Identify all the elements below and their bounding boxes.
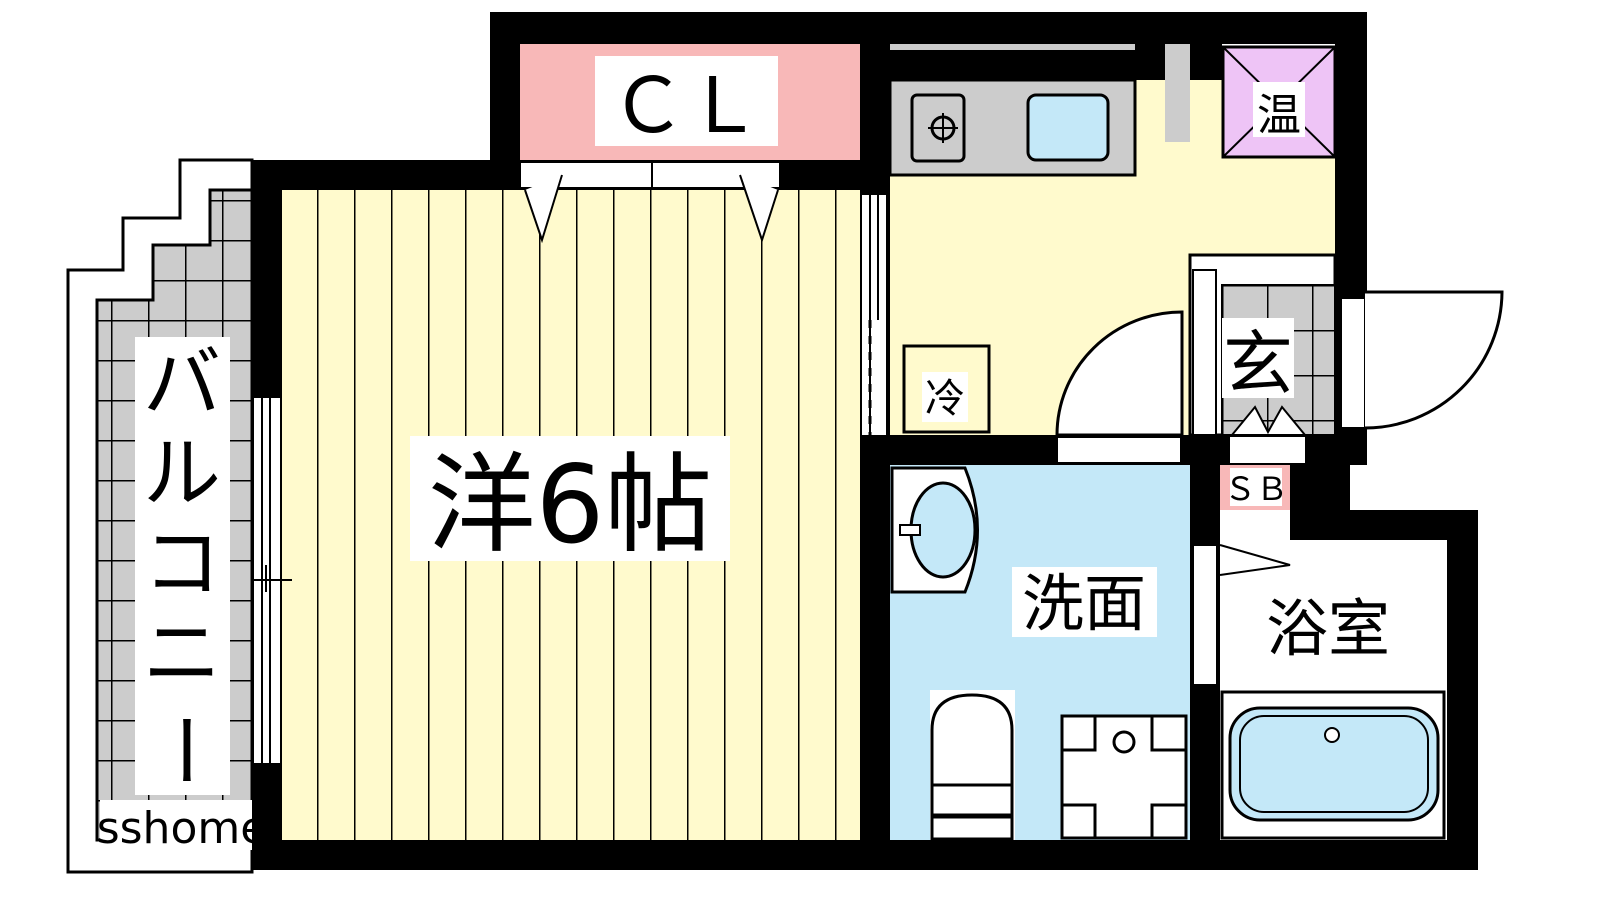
sink-icon bbox=[1026, 93, 1110, 162]
washing-machine-icon bbox=[1060, 714, 1188, 840]
watermark: sshome bbox=[97, 803, 268, 854]
washbasin-icon bbox=[890, 466, 979, 594]
balcony-label-3: コ bbox=[143, 519, 221, 609]
western-room-label: 洋6帖 bbox=[428, 443, 713, 568]
closet-doors[interactable] bbox=[519, 161, 781, 244]
bathroom-label: 浴室 bbox=[1266, 592, 1390, 665]
fridge: 冷 bbox=[902, 344, 991, 434]
entrance: 玄 bbox=[1188, 253, 1337, 463]
kitchen-window[interactable] bbox=[862, 195, 886, 435]
fridge-label: 冷 bbox=[925, 376, 965, 422]
washroom-door[interactable] bbox=[1055, 310, 1184, 464]
stove-icon bbox=[910, 93, 966, 163]
shoe-box: ＳＢ bbox=[1220, 465, 1290, 510]
bathtub-icon bbox=[1220, 690, 1446, 840]
bathroom: 浴室 bbox=[1192, 540, 1447, 840]
shoe-box-label: ＳＢ bbox=[1224, 470, 1288, 508]
western-room: 洋6帖 bbox=[282, 190, 860, 840]
front-door[interactable] bbox=[1340, 290, 1504, 430]
water-heater: 温 bbox=[1221, 45, 1337, 159]
washroom-label: 洗面 bbox=[1022, 567, 1146, 640]
water-heater-label: 温 bbox=[1257, 90, 1301, 141]
balcony-label-2: ル bbox=[143, 429, 221, 519]
balcony-label-5: ー bbox=[138, 711, 228, 789]
closet-label: ＣＬ bbox=[610, 61, 762, 150]
washroom: 洗面 bbox=[890, 465, 1190, 841]
balcony-window[interactable] bbox=[254, 398, 292, 763]
balcony-label-1: バ bbox=[143, 339, 221, 429]
balcony-label-4: ニ bbox=[143, 609, 221, 699]
entrance-label: 玄 bbox=[1223, 323, 1293, 405]
toilet-icon bbox=[930, 690, 1015, 841]
closet: ＣＬ bbox=[520, 44, 860, 160]
balcony: バ ル コ ニ ー sshome bbox=[66, 158, 268, 874]
bathroom-door[interactable] bbox=[1192, 544, 1291, 686]
